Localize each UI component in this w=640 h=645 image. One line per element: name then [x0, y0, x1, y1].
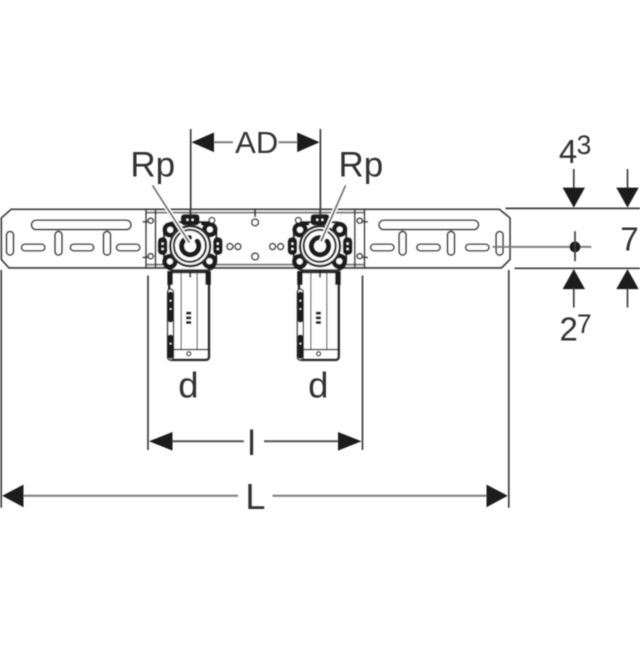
svg-text:7: 7	[620, 221, 638, 258]
svg-text:2: 2	[560, 310, 578, 347]
svg-text:d: d	[178, 365, 198, 406]
svg-text:7: 7	[577, 309, 592, 339]
svg-text:AD: AD	[235, 125, 278, 160]
svg-text:3: 3	[577, 130, 592, 160]
svg-text:l: l	[248, 423, 256, 463]
svg-text:L: L	[245, 476, 265, 517]
svg-text:4: 4	[559, 133, 577, 170]
svg-text:Rp: Rp	[130, 145, 175, 184]
svg-text:Rp: Rp	[339, 145, 384, 184]
svg-text:d: d	[308, 365, 328, 406]
